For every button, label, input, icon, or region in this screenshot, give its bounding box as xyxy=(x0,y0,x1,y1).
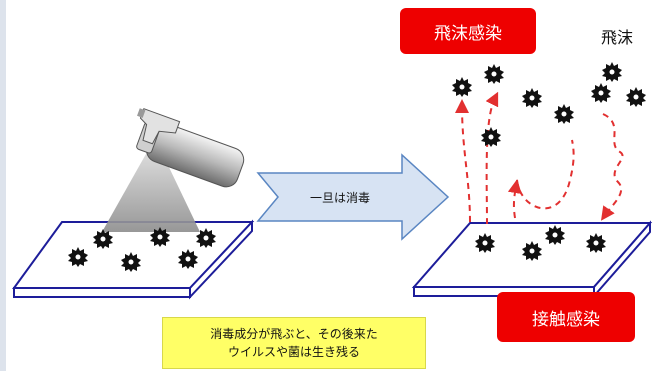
left-surface xyxy=(12,219,255,300)
germ-icon xyxy=(602,62,622,82)
path-arrow-right-zigzag xyxy=(600,113,624,221)
infection-paths xyxy=(455,91,624,225)
germ-icon xyxy=(545,225,565,245)
germ-icon xyxy=(586,233,606,253)
droplet-infection-label: 飛沫感染 xyxy=(400,8,536,54)
path-arrow-loop-up xyxy=(485,91,499,225)
path-arrow-left-up xyxy=(455,99,471,223)
disinfect-arrow xyxy=(256,153,450,241)
disinfectant-note: 消毒成分が飛ぶと、その後来た ウイルスや菌は生き残る xyxy=(162,317,426,369)
disinfect-arrow-label: 一旦は消毒 xyxy=(309,190,370,205)
germ-icon xyxy=(475,233,495,253)
contact-infection-label: 接触感染 xyxy=(497,292,635,342)
germ-icon xyxy=(522,88,542,108)
germ-icon xyxy=(150,227,170,247)
note-line-2: ウイルスや菌は生き残る xyxy=(227,345,360,359)
germ-icon xyxy=(121,252,141,272)
germ-icon xyxy=(481,127,501,147)
spray-bottle-icon xyxy=(136,108,245,188)
germ-icon xyxy=(626,87,646,107)
left-edge-strip xyxy=(0,0,6,371)
spray-cone xyxy=(102,138,200,232)
germ-icon xyxy=(178,249,198,269)
germ-icon xyxy=(554,104,574,124)
germ-icon xyxy=(196,228,216,248)
germ-icon xyxy=(591,83,611,103)
germ-icon xyxy=(68,247,88,267)
germ-icon xyxy=(522,241,542,261)
path-arrow-mid-up xyxy=(507,179,522,219)
droplets-label: 飛沫 xyxy=(600,28,633,47)
germ-icon xyxy=(484,64,504,84)
germ-icon xyxy=(93,229,113,249)
path-arrow-curve-down xyxy=(516,139,575,210)
germs xyxy=(68,62,646,272)
note-line-1: 消毒成分が飛ぶと、その後来た xyxy=(210,327,378,341)
germ-icon xyxy=(452,77,472,97)
